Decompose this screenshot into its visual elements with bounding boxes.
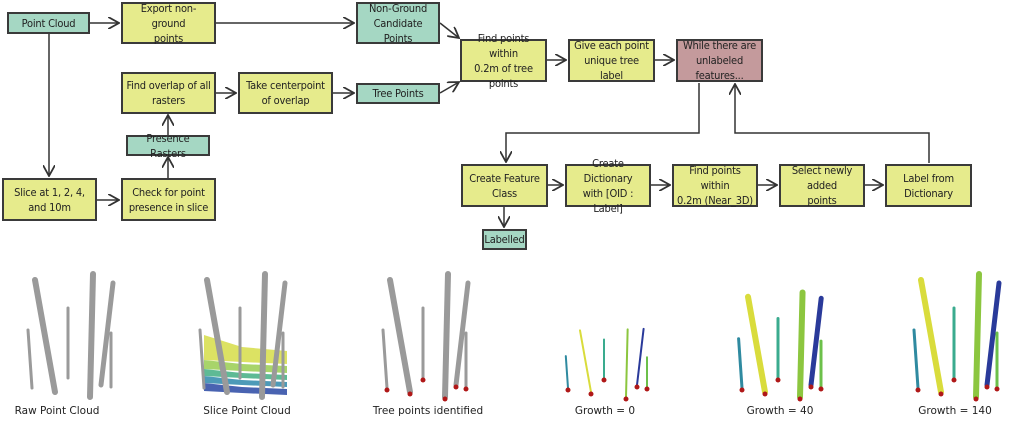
node-select-newly-added: Select newly added points (779, 164, 865, 207)
tree-stem (453, 280, 471, 388)
node-point-cloud: Point Cloud (7, 12, 90, 34)
tree-point-marker (565, 387, 571, 393)
tree-stem (26, 328, 34, 390)
tree-stem (259, 271, 268, 400)
tree-stem (381, 328, 389, 390)
tree-stem (564, 355, 569, 389)
tree-point-marker (453, 384, 459, 390)
node-tree-points: Tree Points (356, 83, 440, 104)
tree-point-marker (588, 391, 594, 397)
node-find-points-within: Find points within 0.2m of tree points (460, 32, 547, 90)
tree-point-marker (407, 391, 413, 397)
caption-raw-point-cloud: Raw Point Cloud (14, 405, 100, 417)
caption-growth-0: Growth = 0 (574, 405, 636, 417)
tree-stem (387, 277, 413, 395)
tree-point-marker (601, 377, 607, 383)
tree-stem (204, 277, 230, 395)
tree-stem (745, 293, 768, 395)
tree-point-marker (442, 396, 448, 402)
tree-stem (87, 271, 96, 400)
node-label-from-dictionary: Label from Dictionary (885, 164, 972, 207)
tree-stem (198, 328, 206, 390)
tree-stem (270, 280, 288, 388)
tree-stem (808, 295, 824, 388)
node-slice: Slice at 1, 2, 4, and 10m (2, 178, 97, 221)
node-while-unlabeled: While there are unlabeled features... (676, 39, 763, 82)
tree-point-marker (818, 386, 824, 392)
arrow-label-while (735, 84, 930, 163)
tree-point-marker (994, 386, 1000, 392)
tree-point-marker (762, 391, 768, 397)
caption-tree-points-identified: Tree points identified (372, 405, 484, 417)
node-labelled: Labelled (482, 229, 527, 250)
tree-stem (973, 271, 982, 400)
tree-stem (98, 280, 116, 388)
node-find-near-3d: Find points within 0.2m (Near_3D) (672, 164, 758, 207)
node-create-dictionary: Create Dictionary with [OID : Label] (565, 157, 651, 215)
tree-point-marker (384, 387, 390, 393)
node-presence-rasters: Presence Rasters (126, 132, 210, 160)
tree-point-marker (797, 396, 803, 402)
arrow-treepoints-findwithin (439, 82, 459, 94)
tree-stem (625, 328, 629, 398)
tree-point-marker (739, 387, 745, 393)
tree-point-marker (984, 384, 990, 390)
slice-layer (204, 335, 287, 364)
tree-point-marker (644, 386, 650, 392)
caption-growth-140: Growth = 140 (918, 405, 992, 417)
tree-point-marker (938, 391, 944, 397)
tree-point-marker (808, 384, 814, 390)
node-create-feature-class: Create Feature Class (461, 164, 548, 207)
node-take-centerpoint: Take centerpoint of overlap (238, 72, 333, 114)
tree-point-marker (973, 396, 979, 402)
tree-point-marker (463, 386, 469, 392)
tree-point-marker (623, 396, 629, 402)
flow-arrows (49, 22, 930, 227)
node-find-overlap: Find overlap of all rasters (121, 72, 216, 114)
tree-stem (32, 277, 58, 395)
arrow-while-createfc (506, 83, 700, 162)
tree-stem (636, 327, 645, 386)
node-check-presence: Check for point presence in slice (121, 178, 216, 221)
tree-stem (797, 289, 806, 400)
tree-stem (912, 328, 920, 390)
tree-point-marker (420, 377, 426, 383)
node-export-non-ground: Export non-ground points (121, 2, 216, 45)
point-cloud-panels (26, 271, 1002, 402)
tree-stem (442, 271, 451, 400)
tree-point-marker (775, 377, 781, 383)
tree-stem (737, 337, 744, 390)
caption-slice-point-cloud: Slice Point Cloud (203, 405, 291, 417)
caption-growth-40: Growth = 40 (746, 405, 814, 417)
tree-stem (918, 277, 944, 395)
tree-point-marker (634, 384, 640, 390)
tree-stem (579, 329, 592, 393)
arrow-nonground-findwithin (439, 22, 459, 38)
tree-point-marker (951, 377, 957, 383)
tree-point-marker (915, 387, 921, 393)
node-non-ground-candidates: Non-Ground Candidate Points (356, 2, 440, 45)
node-unique-tree-label: Give each point unique tree label (568, 39, 655, 82)
tree-stem (984, 280, 1002, 388)
